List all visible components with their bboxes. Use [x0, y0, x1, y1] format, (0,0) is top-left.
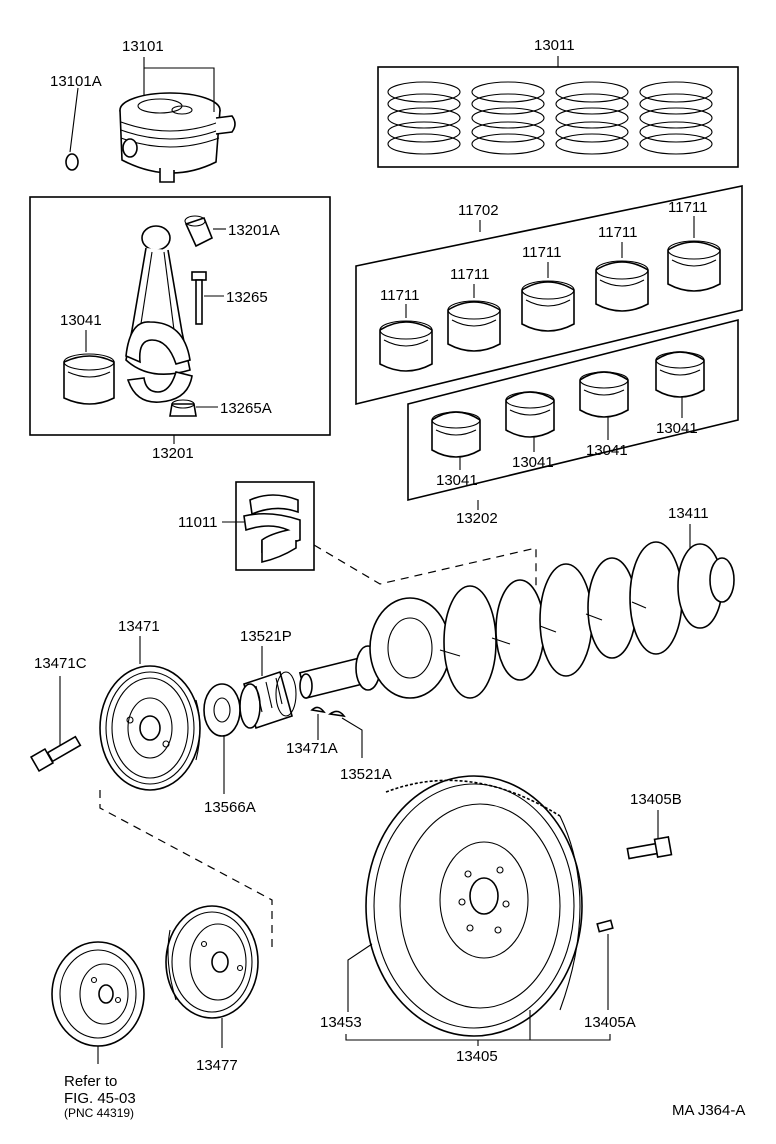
label-13101: 13101 [122, 38, 164, 55]
label-13265: 13265 [226, 289, 268, 306]
connecting-rod [125, 225, 193, 403]
piston-ring-box [377, 66, 739, 168]
pulley-bolt [29, 735, 82, 773]
label-13405: 13405 [456, 1048, 498, 1065]
piston [119, 92, 236, 183]
crank-pulley-13477 [165, 905, 259, 1019]
connecting-rod-box [29, 196, 331, 436]
rod-nut [169, 399, 197, 417]
rod-bushing [184, 215, 214, 248]
main-bearing-lower-box [407, 318, 739, 502]
rod-bearing [63, 353, 115, 405]
refer-line-1: Refer to [64, 1073, 117, 1090]
crankshaft-pulley [99, 665, 201, 791]
label-13471c: 13471C [34, 655, 87, 672]
refer-line-3: (PNC 44319) [64, 1106, 134, 1120]
thrust-washer [243, 494, 301, 563]
label-13041-c: 13041 [586, 442, 628, 459]
label-11702: 11702 [458, 202, 499, 219]
label-13521a: 13521A [340, 766, 392, 783]
label-13011: 13011 [534, 37, 575, 54]
label-11711-a: 11711 [380, 287, 420, 304]
label-13477: 13477 [196, 1057, 238, 1074]
thrust-washer-box [235, 481, 315, 571]
rod-bolt [191, 271, 207, 325]
flywheel-bolt [626, 835, 673, 860]
label-13202: 13202 [456, 510, 498, 527]
reference-pulley [51, 941, 145, 1047]
label-13201: 13201 [152, 445, 194, 462]
flywheel [365, 775, 583, 1037]
crankshaft [298, 541, 735, 700]
label-13041-d: 13041 [656, 420, 698, 437]
woodruff-keys [310, 706, 346, 718]
label-11711-c: 11711 [522, 244, 562, 261]
label-11011: 11011 [178, 514, 218, 531]
label-13201a: 13201A [228, 222, 280, 239]
main-bearing-upper-shells [379, 240, 721, 372]
label-13405b: 13405B [630, 791, 682, 808]
label-13405a: 13405A [584, 1014, 636, 1031]
label-13411: 13411 [668, 505, 709, 522]
refer-line-2: FIG. 45-03 [64, 1090, 136, 1107]
label-13471: 13471 [118, 618, 160, 635]
piston-pin-snap-ring [65, 153, 79, 171]
label-13521p: 13521P [240, 628, 292, 645]
crankshaft-timing-gear [239, 670, 297, 730]
timing-gear-spacer [203, 683, 241, 737]
label-13041-b: 13041 [512, 454, 554, 471]
label-11711-b: 11711 [450, 266, 490, 283]
label-13265a: 13265A [220, 400, 272, 417]
main-bearing-upper-box [355, 185, 743, 406]
piston-ring-sets [387, 81, 713, 155]
label-13566a: 13566A [204, 799, 256, 816]
label-13471a: 13471A [286, 740, 338, 757]
label-13041-rod: 13041 [60, 312, 102, 329]
knock-pin [596, 919, 614, 933]
main-bearing-lower-shells [431, 351, 705, 458]
label-13101a: 13101A [50, 73, 102, 90]
label-13041-a: 13041 [436, 472, 478, 489]
label-13453: 13453 [320, 1014, 362, 1031]
label-11711-e: 11711 [668, 199, 708, 216]
label-11711-d: 11711 [598, 224, 638, 241]
figure-code: MA J364-A [672, 1102, 745, 1119]
